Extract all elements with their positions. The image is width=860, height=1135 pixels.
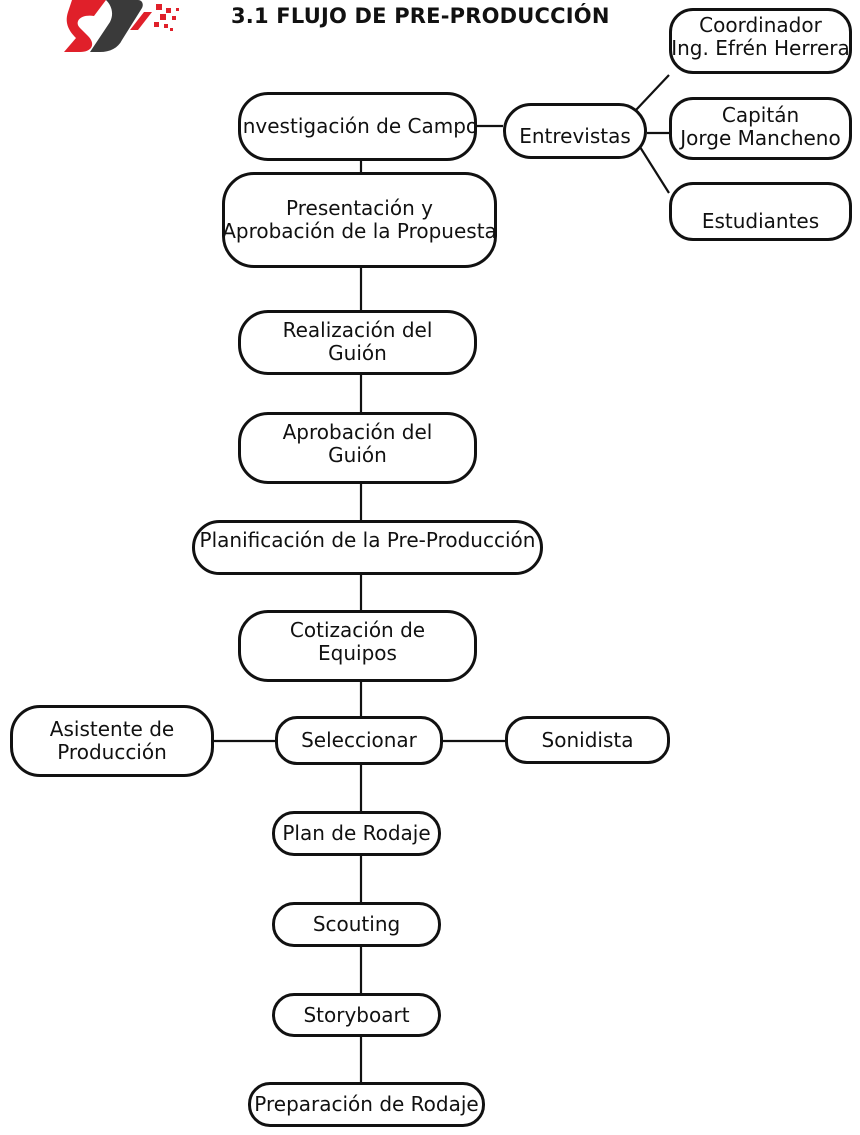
node-label: Seleccionar [301, 728, 417, 752]
node-label-line2: Producción [57, 740, 167, 764]
node-label-line2: Guión [328, 443, 387, 467]
node-seleccionar: Seleccionar [275, 716, 443, 765]
node-storyboart: Storyboart [272, 993, 441, 1037]
node-label-line1: Presentación y [286, 196, 433, 220]
node-investigacion-de-campo: Investigación de Campo [236, 92, 479, 161]
node-label: Preparación de Rodaje [254, 1092, 479, 1116]
node-label-line1: Asistente de [49, 717, 175, 741]
node-label: Storyboart [303, 1002, 410, 1027]
node-sonidista: Sonidista [505, 716, 670, 764]
node-label-line2: Ing. Efrén Herrera [671, 36, 850, 60]
node-label-line2: Aprobación de la Propuesta [222, 219, 497, 243]
node-scouting: Scouting [272, 902, 441, 947]
node-label-line2: Jorge Mancheno [680, 126, 841, 150]
node-label: Estudiantes [701, 209, 820, 233]
node-label: Planificación de la Pre-Producción [199, 528, 536, 552]
node-label-line1: Coordinador [699, 13, 822, 37]
node-estudiantes: Estudiantes [669, 182, 852, 241]
node-label: Sonidista [541, 727, 634, 752]
logo-icon [64, 0, 179, 52]
connector-entrevistas-coordinador [635, 74, 670, 111]
node-preparacion-de-rodaje: Preparación de Rodaje [248, 1082, 485, 1127]
node-presentacion: Presentación y Aprobación de la Propuest… [222, 172, 497, 268]
node-label-line2: Equipos [318, 641, 397, 665]
node-realizacion-del-guion: Realización del Guión [238, 310, 477, 375]
node-label-line1: Cotización de [289, 618, 426, 642]
node-capitan: Capitán Jorge Mancheno [669, 97, 852, 160]
node-label-line1: Capitán [721, 103, 800, 127]
node-asistente-de-produccion: Asistente de Producción [10, 705, 214, 777]
node-label: Plan de Rodaje [282, 821, 431, 845]
node-label-line1: Realización del [282, 318, 433, 342]
node-label-line2: Guión [328, 341, 387, 365]
page-title: 3.1 FLUJO DE PRE-PRODUCCIÓN [231, 4, 610, 28]
node-cotizacion-de-equipos: Cotización de Equipos [238, 610, 477, 682]
node-planificacion: Planificación de la Pre-Producción [192, 520, 543, 575]
node-label: Scouting [312, 912, 401, 936]
node-label: Investigación de Campo [236, 114, 479, 138]
node-plan-de-rodaje: Plan de Rodaje [272, 811, 441, 856]
node-label: Entrevistas [519, 123, 631, 148]
node-label-line1: Aprobación del [282, 420, 433, 444]
connector-entrevistas-estudiantes [639, 146, 670, 194]
node-coordinador: Coordinador Ing. Efrén Herrera [669, 8, 852, 74]
node-entrevistas: Entrevistas [503, 103, 647, 159]
node-aprobacion-del-guion: Aprobación del Guión [238, 412, 477, 484]
